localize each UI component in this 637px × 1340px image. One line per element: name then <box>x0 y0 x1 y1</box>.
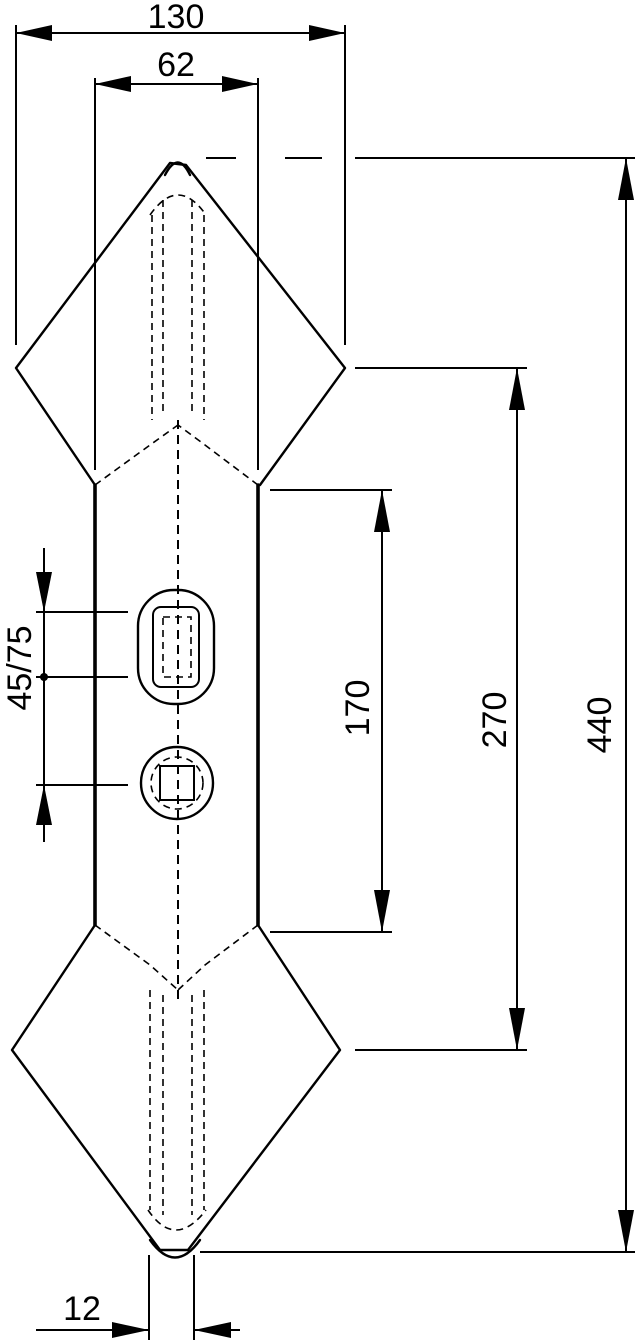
arrowhead <box>222 76 258 92</box>
arrowhead <box>374 890 390 932</box>
upper-tip <box>163 161 192 177</box>
arrowhead <box>194 1322 231 1338</box>
arrowhead <box>36 785 52 825</box>
lower-tip <box>148 1238 202 1259</box>
dimension-label-170: 170 <box>339 680 377 737</box>
round-hole-inner <box>150 756 204 810</box>
dimension-label-12: 12 <box>63 1290 101 1328</box>
dimension-label-440: 440 <box>581 697 619 754</box>
dimension-overall-width: 130 <box>15 0 346 345</box>
hidden-lines <box>94 194 259 1231</box>
upper-wing-hidden-right <box>177 424 259 486</box>
dimension-neck-width: 62 <box>94 46 259 470</box>
round-hole-outer <box>139 745 215 821</box>
slot-hole-inner <box>152 606 200 688</box>
dimension-label-130: 130 <box>148 0 205 36</box>
dimension-tip-width: 12 <box>36 1255 240 1340</box>
part-outline <box>10 161 347 1259</box>
arrowhead <box>16 25 52 41</box>
arrowhead <box>509 368 525 410</box>
dimension-label-45-75: 45/75 <box>1 625 39 710</box>
lower-wing-hidden-left <box>94 924 179 991</box>
dimension-label-62: 62 <box>157 46 195 84</box>
slot-hole-outer <box>136 588 216 706</box>
slot-hole-square <box>162 616 192 678</box>
lower-groove-cap <box>147 1209 207 1231</box>
arrowhead <box>36 572 52 612</box>
arrowhead <box>95 76 131 92</box>
dimension-hole-spacing: 45/75 <box>1 548 128 842</box>
dimension-dot <box>40 673 48 681</box>
round-hole-square <box>159 765 195 801</box>
arrowhead <box>309 25 345 41</box>
dimension-shank-length: 170 <box>270 489 392 933</box>
arrowhead <box>374 490 390 532</box>
arrowhead <box>618 1210 634 1252</box>
dimension-label-270: 270 <box>476 692 514 749</box>
bolt-holes <box>136 588 216 821</box>
arrowhead <box>112 1322 149 1338</box>
dimension-total-length: 440 <box>200 157 635 1253</box>
lower-wing-hidden-right <box>177 924 259 991</box>
upper-wing-hidden-left <box>94 424 179 486</box>
arrowhead <box>618 158 634 200</box>
arrowhead <box>509 1008 525 1050</box>
upper-groove-cap <box>149 194 207 216</box>
dimension-wing-span: 270 <box>355 367 527 1051</box>
upper-wing-outline <box>14 161 347 487</box>
lower-wing-outline <box>10 923 342 1252</box>
